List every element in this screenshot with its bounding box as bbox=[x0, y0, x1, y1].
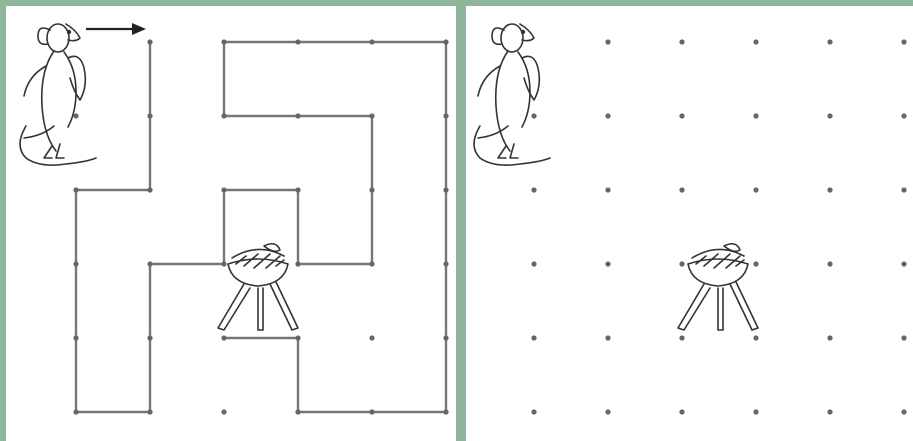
grid-dot bbox=[295, 39, 300, 44]
grid-dot bbox=[295, 335, 300, 340]
grid-dot bbox=[753, 187, 758, 192]
grid-dot bbox=[147, 187, 152, 192]
grid-dot bbox=[369, 39, 374, 44]
grid-dot bbox=[443, 335, 448, 340]
maze-empty-panel bbox=[466, 6, 913, 441]
grid-dot bbox=[221, 113, 226, 118]
grid-dot bbox=[221, 39, 226, 44]
grid-dot bbox=[443, 39, 448, 44]
grid-dot bbox=[679, 335, 684, 340]
grill-icon bbox=[678, 244, 758, 330]
grid-dot bbox=[147, 409, 152, 414]
grid-dot bbox=[901, 39, 906, 44]
grid-dot bbox=[531, 187, 536, 192]
grid-dot bbox=[443, 261, 448, 266]
grid-dot bbox=[443, 187, 448, 192]
grid-dot bbox=[295, 261, 300, 266]
grid-dot bbox=[679, 113, 684, 118]
grid-dot bbox=[369, 335, 374, 340]
grid-dot bbox=[73, 187, 78, 192]
grid-dot bbox=[531, 409, 536, 414]
grid-dot bbox=[221, 409, 226, 414]
route-path bbox=[76, 42, 446, 412]
grid-dot bbox=[369, 261, 374, 266]
grid-dot bbox=[901, 409, 906, 414]
grid-dot bbox=[531, 335, 536, 340]
grid-dot bbox=[221, 335, 226, 340]
grid-dot bbox=[901, 261, 906, 266]
grid-dot bbox=[679, 187, 684, 192]
grid-dot bbox=[827, 261, 832, 266]
grid-dot bbox=[443, 113, 448, 118]
grid-dot bbox=[73, 335, 78, 340]
grid-dot bbox=[369, 113, 374, 118]
grid-dot bbox=[753, 409, 758, 414]
grid-dot bbox=[679, 409, 684, 414]
grid-dot bbox=[753, 113, 758, 118]
grid-dot bbox=[753, 261, 758, 266]
grid-dot bbox=[369, 409, 374, 414]
grid-dot bbox=[73, 409, 78, 414]
grid-dot bbox=[605, 335, 610, 340]
grid-dots bbox=[73, 39, 448, 414]
grid-dot bbox=[147, 39, 152, 44]
grid-dot bbox=[827, 113, 832, 118]
mouse-icon bbox=[474, 24, 550, 165]
grid-dot bbox=[753, 39, 758, 44]
grid-dot bbox=[295, 409, 300, 414]
grid-dot bbox=[605, 409, 610, 414]
grid-dot bbox=[605, 261, 610, 266]
maze-empty-canvas bbox=[466, 6, 913, 441]
grid-dot bbox=[221, 187, 226, 192]
grid-dot bbox=[679, 261, 684, 266]
grid-dots bbox=[531, 39, 906, 414]
grid-dot bbox=[531, 113, 536, 118]
grid-dot bbox=[295, 113, 300, 118]
grid-dot bbox=[369, 187, 374, 192]
grid-dot bbox=[605, 39, 610, 44]
grid-dot bbox=[73, 261, 78, 266]
grid-dot bbox=[827, 335, 832, 340]
grid-dot bbox=[605, 187, 610, 192]
arrow-right-icon bbox=[86, 23, 146, 35]
grid-dot bbox=[901, 187, 906, 192]
grid-dot bbox=[679, 39, 684, 44]
grid-dot bbox=[901, 335, 906, 340]
grid-dot bbox=[443, 409, 448, 414]
grid-dot bbox=[827, 409, 832, 414]
grid-dot bbox=[531, 261, 536, 266]
maze-solved-panel bbox=[6, 6, 456, 441]
grid-dot bbox=[147, 335, 152, 340]
grid-dot bbox=[221, 261, 226, 266]
grill-icon bbox=[218, 244, 298, 330]
grid-dot bbox=[827, 187, 832, 192]
grid-dot bbox=[295, 187, 300, 192]
mouse-icon bbox=[20, 24, 96, 165]
grid-dot bbox=[147, 113, 152, 118]
grid-dot bbox=[73, 113, 78, 118]
grid-dot bbox=[605, 113, 610, 118]
grid-dot bbox=[901, 113, 906, 118]
grid-dot bbox=[827, 39, 832, 44]
grid-dot bbox=[753, 335, 758, 340]
grid-dot bbox=[147, 261, 152, 266]
maze-solved-canvas bbox=[6, 6, 456, 441]
